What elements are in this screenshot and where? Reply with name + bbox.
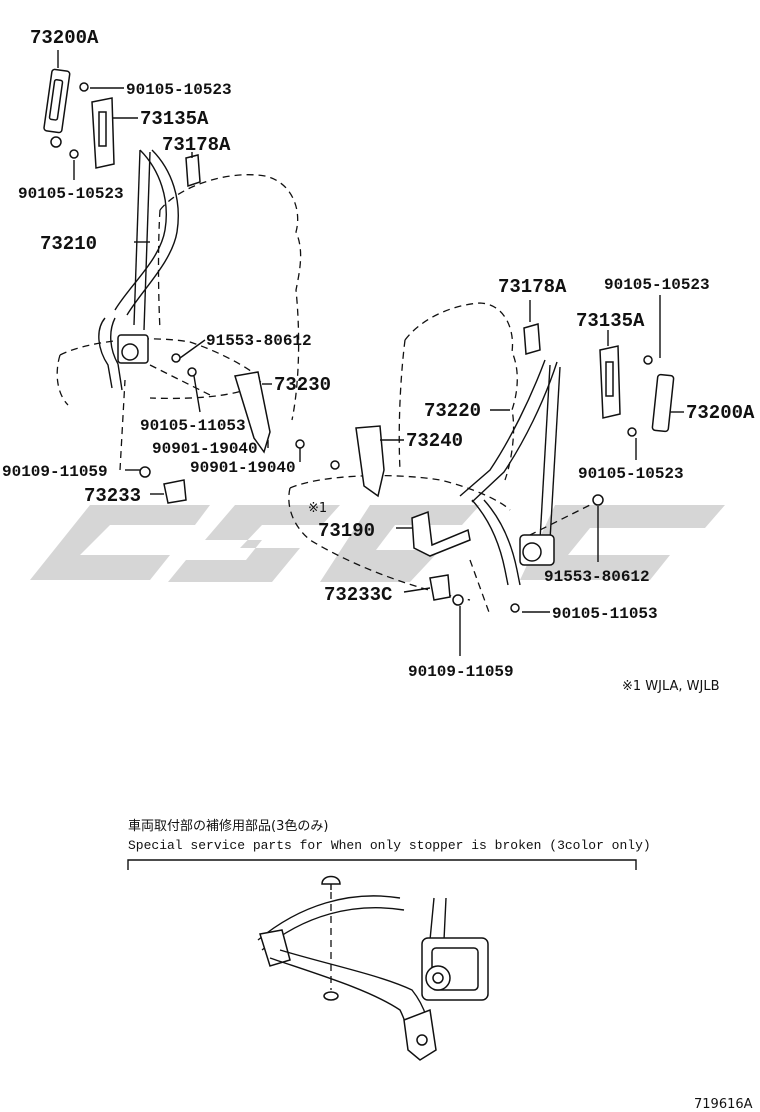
label-73233: 73233 bbox=[84, 485, 141, 507]
notes: ※1 WJLA, WJLB 車両取付部の補修用部品(3色のみ) Special … bbox=[128, 679, 753, 1112]
special-parts-note-en: Special service parts for When only stop… bbox=[128, 838, 651, 853]
label-73190: 73190 bbox=[318, 520, 375, 542]
label-variant-mark: ※1 bbox=[308, 501, 327, 516]
label-73220: 73220 bbox=[424, 400, 481, 422]
label-73210: 73210 bbox=[40, 233, 97, 255]
right-belt-parts bbox=[355, 323, 675, 613]
left-belt-parts bbox=[43, 68, 340, 504]
callout-labels: 73200A 90105-10523 73135A 73178A 90105-1… bbox=[2, 27, 755, 681]
label-90901-19040-upper: 90901-19040 bbox=[152, 440, 258, 458]
label-73200a-right: 73200A bbox=[686, 402, 755, 424]
variant-note: ※1 WJLA, WJLB bbox=[622, 679, 720, 694]
label-73240: 73240 bbox=[406, 430, 463, 452]
label-90105-10523-right-top: 90105-10523 bbox=[604, 276, 710, 294]
label-73200a-left: 73200A bbox=[30, 27, 99, 49]
label-73233c: 73233C bbox=[324, 584, 392, 606]
label-90901-19040-lower: 90901-19040 bbox=[190, 459, 296, 477]
label-91553-80612-right: 91553-80612 bbox=[544, 568, 650, 586]
label-73178a-left: 73178A bbox=[162, 134, 231, 156]
label-90109-11059-left: 90109-11059 bbox=[2, 463, 108, 481]
leader-lines bbox=[57, 50, 684, 656]
label-73135a-left: 73135A bbox=[140, 108, 209, 130]
left-seat-outline bbox=[56, 174, 302, 471]
label-90105-10523-right-bottom: 90105-10523 bbox=[578, 465, 684, 483]
label-90105-11053-left: 90105-11053 bbox=[140, 417, 246, 435]
label-73230: 73230 bbox=[274, 374, 331, 396]
label-91553-80612-left: 91553-80612 bbox=[206, 332, 312, 350]
special-parts-note-jp: 車両取付部の補修用部品(3色のみ) bbox=[128, 818, 328, 834]
label-90105-11053-right: 90105-11053 bbox=[552, 605, 658, 623]
label-90105-10523-left-top: 90105-10523 bbox=[126, 81, 232, 99]
label-73178a-right: 73178A bbox=[498, 276, 567, 298]
label-90109-11059-right: 90109-11059 bbox=[408, 663, 514, 681]
label-90105-10523-left-bottom: 90105-10523 bbox=[18, 185, 124, 203]
special-service-detail bbox=[127, 859, 637, 1061]
label-73135a-right: 73135A bbox=[576, 310, 645, 332]
drawing-number: 719616A bbox=[694, 1097, 753, 1112]
